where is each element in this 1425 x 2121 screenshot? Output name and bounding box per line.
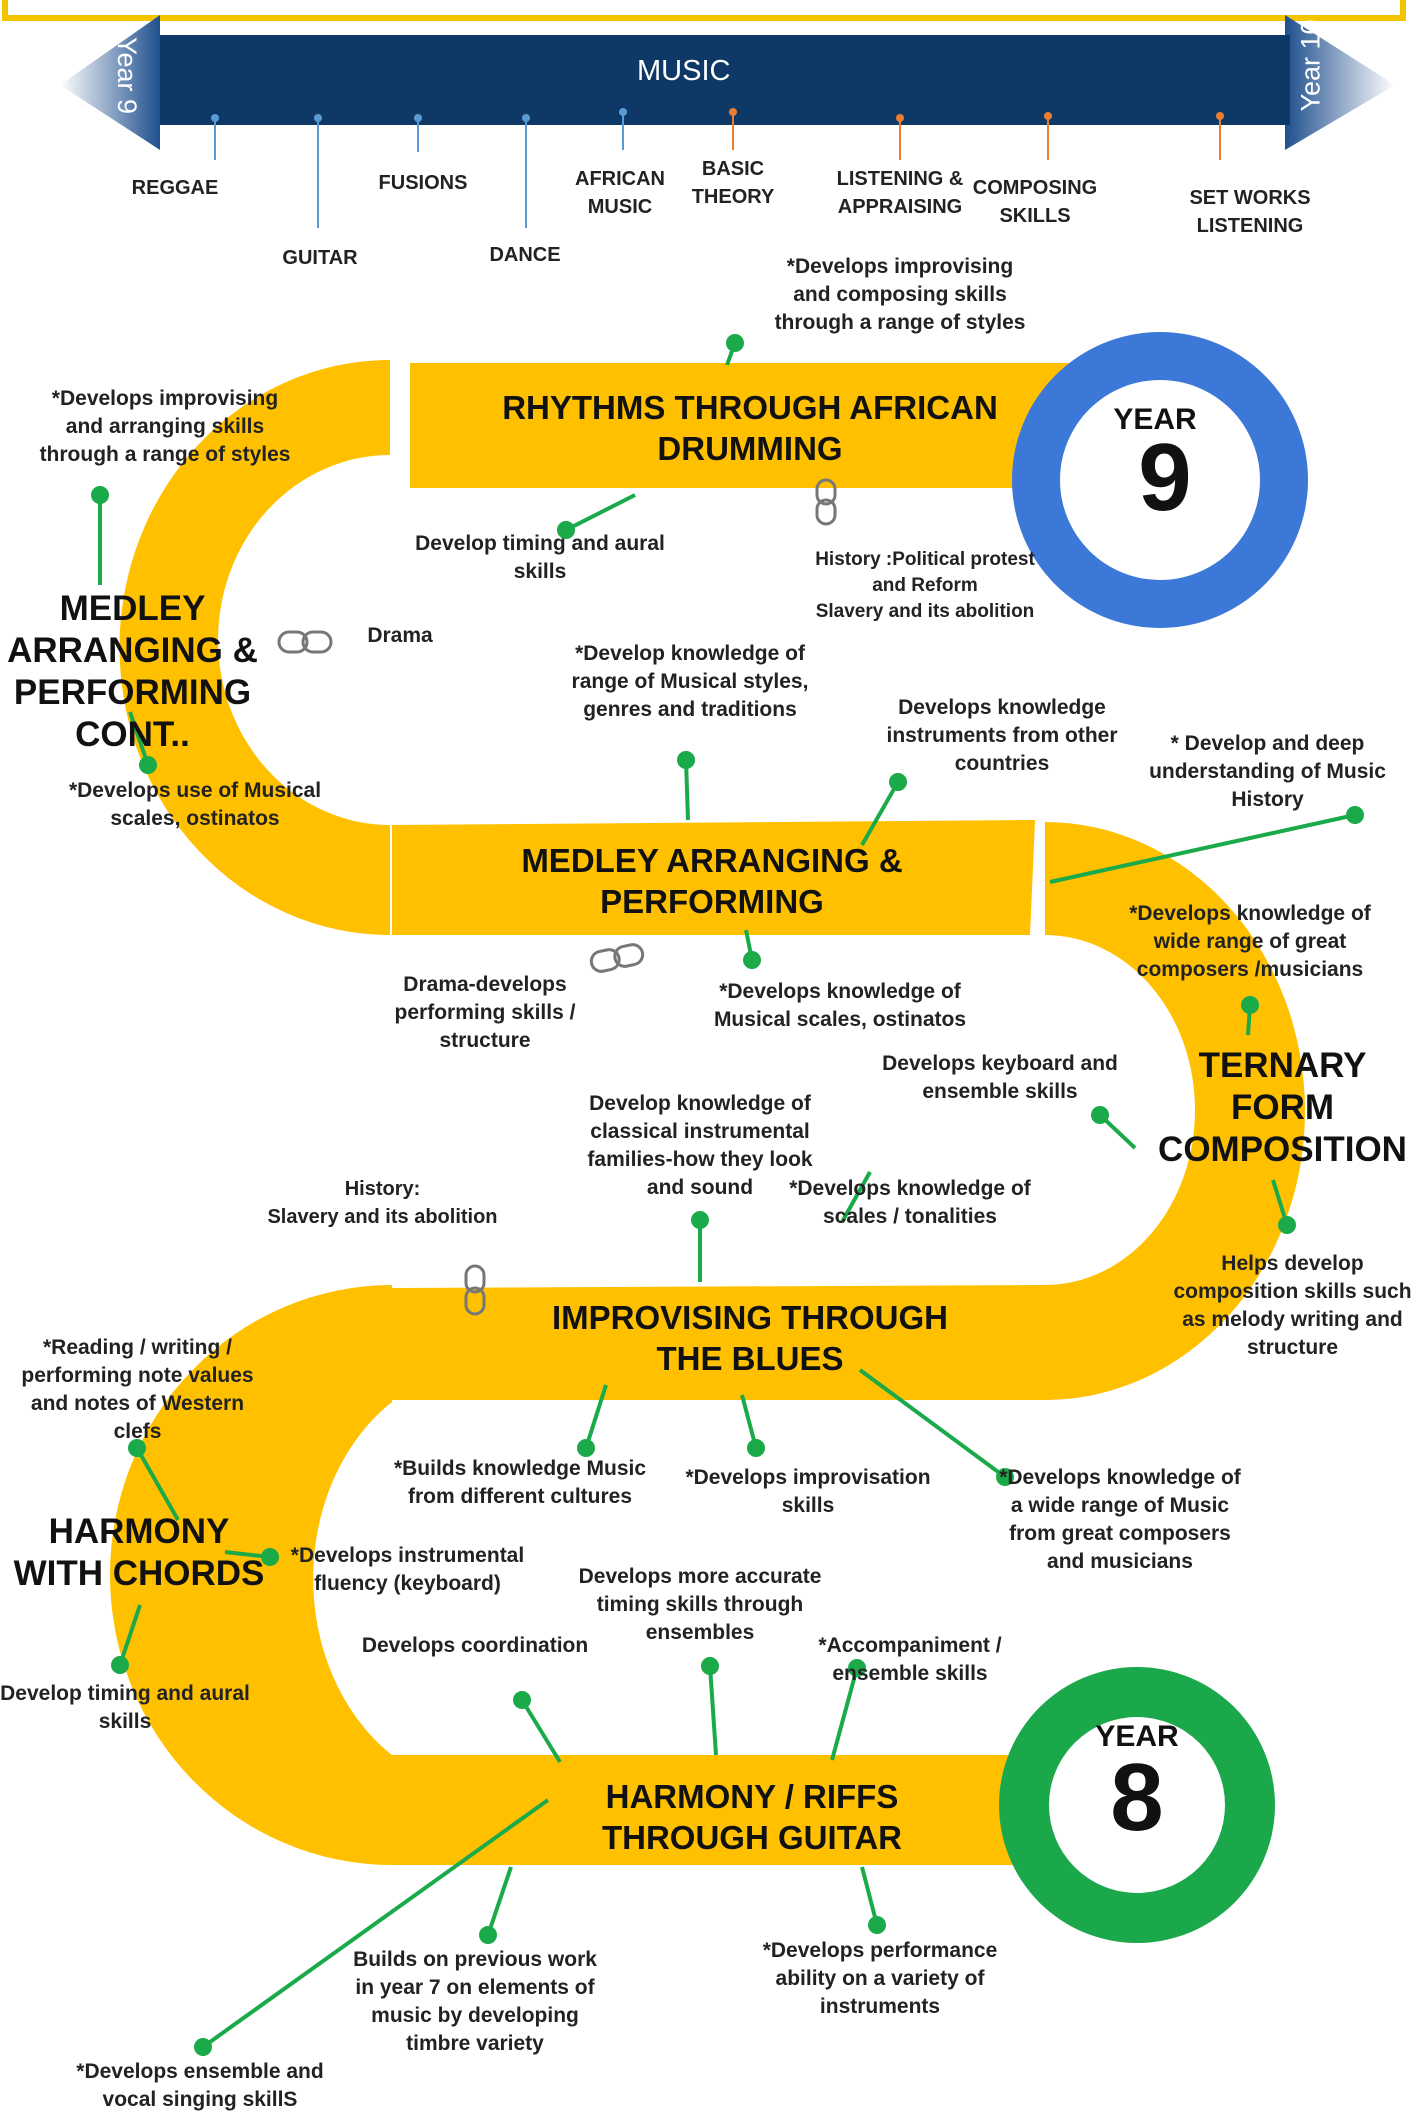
topic-guitar: GUITAR [282,247,358,269]
chain-icon-drama-2 [589,943,645,973]
connectors [91,334,1364,2056]
topic-reggae: REGGAE [131,177,219,199]
path-arc-left-1 [119,360,390,935]
timeline-left-arrow [60,15,160,150]
path-bar-row2 [392,820,1035,935]
chain-icon-history-2 [464,1264,486,1316]
year8-number: 8 [1110,1744,1164,1851]
note-history-slavery: History:Slavery and its abolition [267,1178,498,1228]
winding-path [110,360,1305,1865]
timeline-end-label: Year 10 [1295,19,1326,112]
path-arc-right [1045,822,1305,1400]
path-bar-row4 [392,1755,1032,1865]
year9-number: 9 [1138,424,1192,531]
note-reading-writing: *Reading / writing /performing note valu… [21,1336,254,1443]
timeline-right-arrow [1285,15,1395,150]
timeline-title: MUSIC [637,55,731,87]
topic-dance: DANCE [489,244,561,266]
topic-fusions: FUSIONS [378,172,468,194]
year9-label: YEAR [1113,403,1197,436]
year8-label: YEAR [1095,1720,1179,1753]
chain-icon-history-1 [815,478,837,526]
chain-link-icons [277,478,837,1316]
header-frame [2,0,1406,21]
note-coordination: Develops coordination [361,1634,589,1657]
chain-icon-drama-1 [277,630,333,654]
year8-ring [999,1667,1275,1943]
path-bar-row1 [410,363,1090,488]
timeline-bar [60,15,1395,228]
path-bar-row3 [392,1285,1050,1400]
year9-ring [1012,332,1308,628]
path-arc-left-2 [110,1285,392,1865]
timeline-start-label: Year 9 [112,36,143,115]
note-accompaniment: *Accompaniment /ensemble skills [818,1634,1002,1685]
unit-medley-arranging: MEDLEY ARRANGING &PERFORMING [521,842,903,920]
timeline-ticks [211,108,1224,228]
timeline-band [160,35,1290,125]
topic-listening-appraising: LISTENING &APPRAISING [836,168,964,218]
note-drama: Drama [367,624,433,647]
